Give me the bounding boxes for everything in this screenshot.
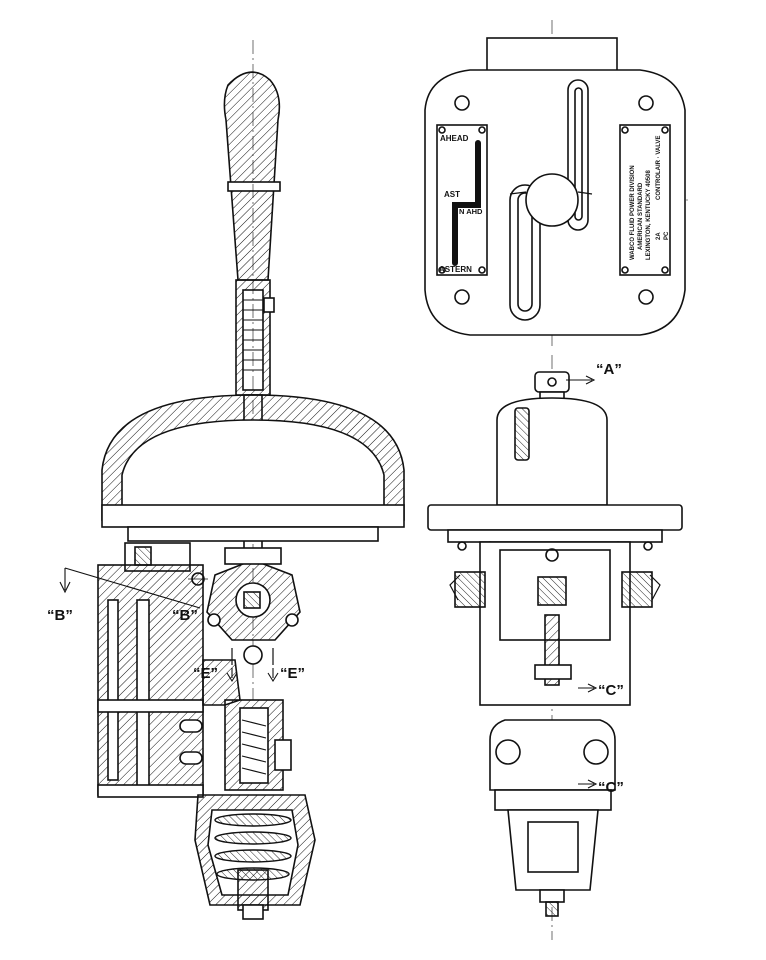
nameplate-text: WABCO FLUID POWER DIVISION AMERICAN STAN…	[630, 136, 670, 260]
gate-labels: AHEAD AST N AHD ASTERN	[439, 134, 483, 274]
name-plate	[619, 124, 671, 276]
gate-label-astern: ASTERN	[439, 265, 472, 274]
gate-label-n-ahd: N AHD	[459, 207, 483, 216]
label-c-lower: “C”	[598, 779, 624, 796]
cover-flange	[101, 504, 405, 528]
sectional-view	[59, 40, 405, 920]
nameplate-line-4: CONTROLAIR · VALVE	[656, 136, 662, 200]
handle-band	[227, 181, 281, 192]
section-labels: “A” “B” “B” “E” “E” “C” “C”	[47, 361, 624, 796]
nameplate-line-2: AMERICAN STANDARD	[638, 182, 644, 250]
return-spring	[214, 813, 292, 881]
lever-knob	[525, 173, 579, 227]
label-b-left: “B”	[47, 607, 73, 624]
gate-label-ahead: AHEAD	[440, 134, 469, 143]
label-e-left: “E”	[193, 665, 218, 682]
label-b-right: “B”	[172, 607, 198, 624]
nameplate-line-1: WABCO FLUID POWER DIVISION	[630, 165, 636, 260]
lower-actuator	[489, 719, 616, 791]
nameplate-line-5: 2A	[656, 232, 662, 240]
nameplate-line-3: LEXINGTON, KENTUCKY 40508	[646, 170, 652, 260]
elevation-view	[427, 355, 683, 940]
plan-view	[424, 20, 690, 350]
label-c-upper: “C”	[598, 682, 624, 699]
label-e-right: “E”	[280, 665, 305, 682]
upper-housing	[496, 397, 608, 506]
gate-slot	[452, 140, 481, 266]
handle-grip	[223, 71, 281, 281]
label-a: “A”	[596, 361, 622, 378]
nameplate-line-6: PC	[664, 231, 670, 240]
gate-label-ast: AST	[444, 190, 460, 199]
mounting-flange	[427, 504, 683, 531]
